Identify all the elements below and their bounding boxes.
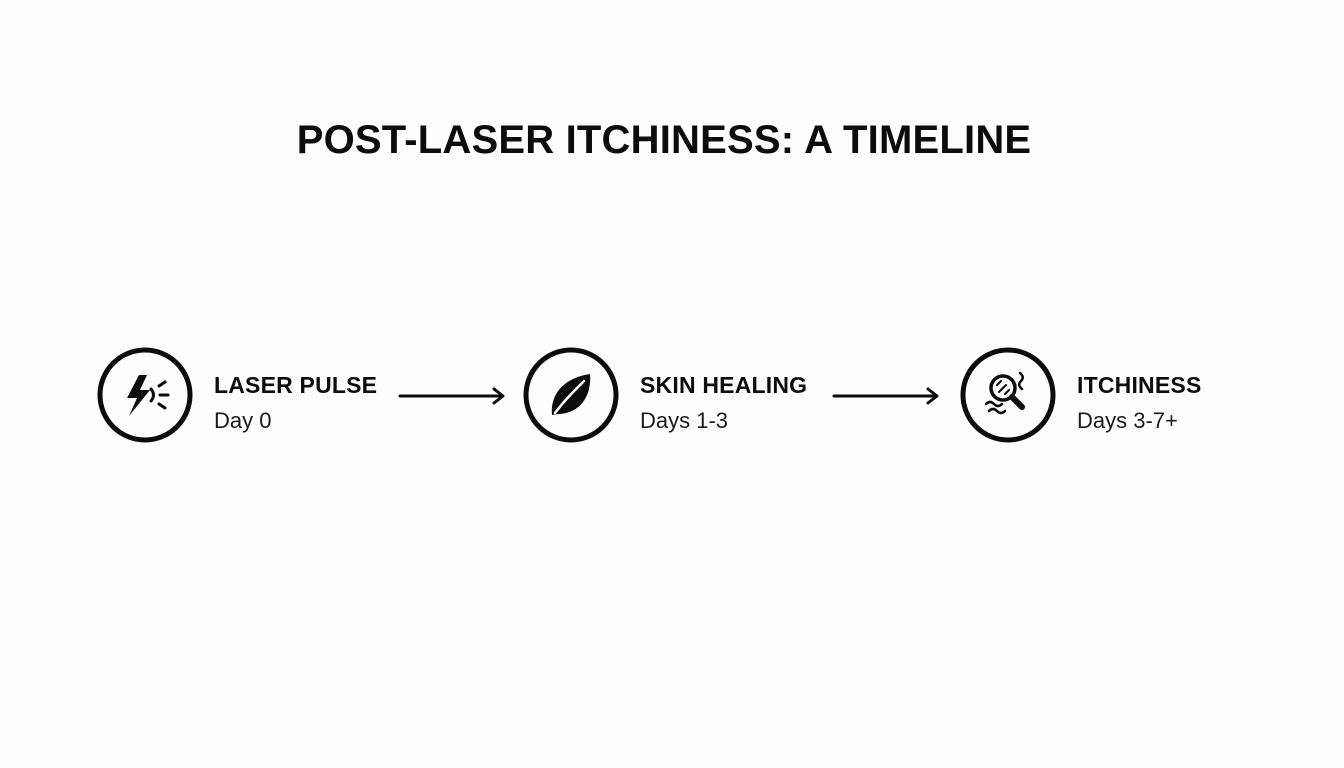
page-title: POST-LASER ITCHINESS: A TIMELINE [296,118,1032,162]
arrow-right-icon [832,387,939,405]
step-time: Days 3-7+ [1077,408,1178,433]
magnifier-itch-icon [960,347,1056,443]
step-time: Days 1-3 [640,408,729,433]
leaf-icon [523,347,619,443]
step-label: LASER PULSE [214,372,378,398]
arrow-right-icon [398,387,505,405]
step-label: ITCHINESS [1077,372,1202,398]
lightning-bolt-icon [97,347,193,443]
step-time: Day 0 [214,408,272,433]
step-label: SKIN HEALING [640,372,808,398]
